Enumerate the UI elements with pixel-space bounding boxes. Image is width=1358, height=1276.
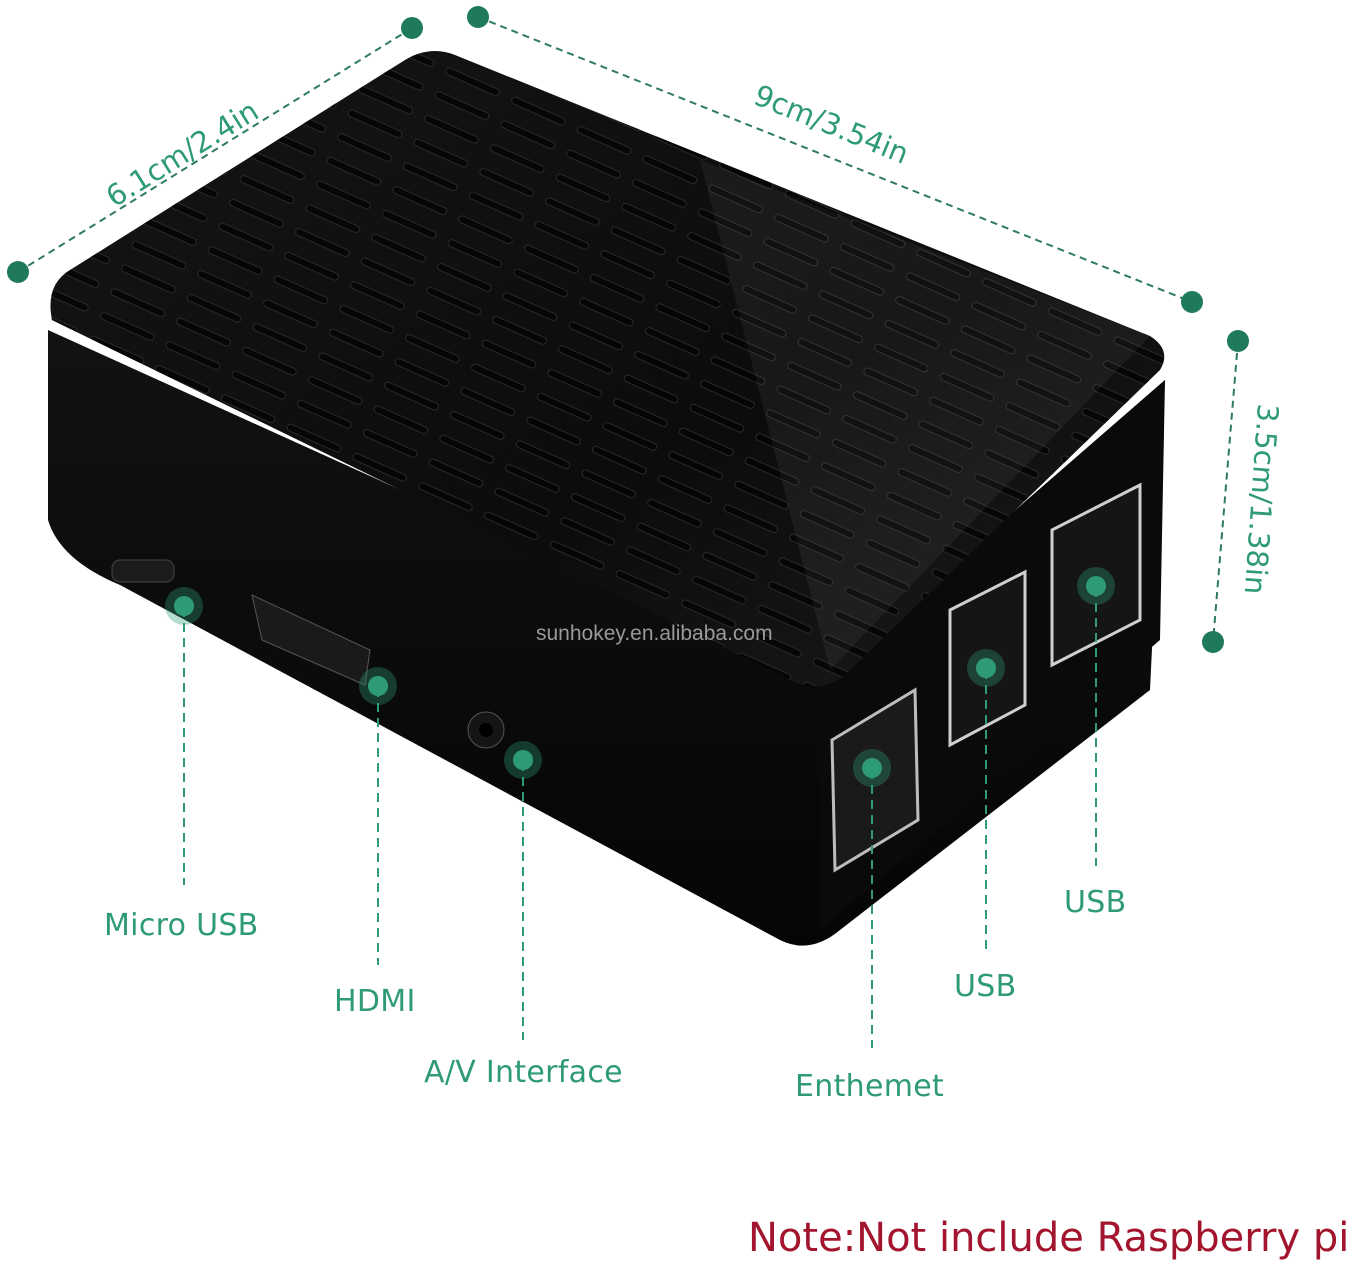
label-av-interface: A/V Interface [424, 1055, 623, 1090]
label-usb-1: USB [954, 969, 1017, 1004]
micro-usb-port [111, 559, 175, 583]
label-ethernet: Enthemet [795, 1069, 945, 1104]
dimension-lines [17, 16, 1239, 643]
callout-lines [183, 588, 1097, 1048]
vent-slots [50, 51, 1165, 687]
label-usb-2: USB [1064, 885, 1127, 920]
usb-port-2 [1050, 482, 1142, 668]
note-text: Note:Not include Raspberry pi [748, 1215, 1350, 1261]
ethernet-port [830, 687, 920, 873]
label-hdmi: HDMI [334, 984, 416, 1019]
watermark: sunhokey.en.alibaba.com [536, 622, 773, 645]
hdmi-port [251, 594, 371, 686]
dimension-endpoints [7, 6, 1249, 653]
callout-markers [165, 567, 1115, 787]
label-micro-usb: Micro USB [104, 908, 259, 943]
